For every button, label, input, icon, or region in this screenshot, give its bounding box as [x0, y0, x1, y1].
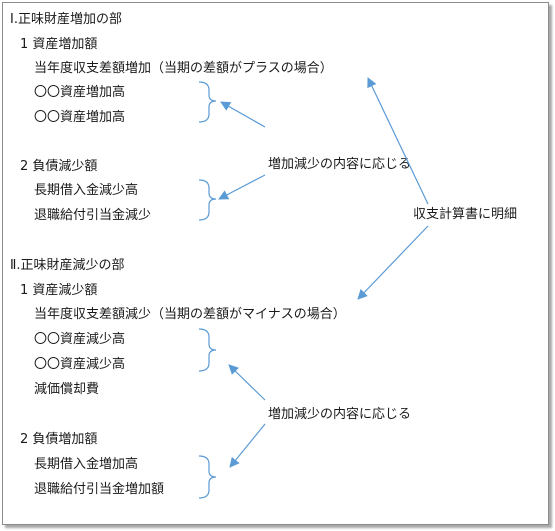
note-adjust-bottom: 増加減少の内容に応じる: [268, 407, 412, 422]
arrow-to-brace-bottom-2: [229, 423, 266, 468]
section1-sub1-item: 当年度収支差額増加（当期の差額がプラスの場合）: [34, 61, 333, 76]
brace-top-1: [198, 81, 217, 123]
section2-sub1-item: 〇〇資産減少高: [34, 357, 126, 372]
section2-sub2-item: 退職給付引当金増加額: [34, 482, 165, 497]
section2-sub2-item: 長期借入金増加高: [34, 457, 139, 472]
section2-sub1-item: 〇〇資産減少高: [34, 332, 126, 347]
brace-bottom-2: [198, 455, 217, 499]
section2-title: Ⅱ.正味財産減少の部: [10, 258, 125, 273]
note-adjust-top: 増加減少の内容に応じる: [268, 157, 412, 172]
section2-sub1-item: 当年度収支差額減少（当期の差額がマイナスの場合）: [34, 307, 346, 322]
section1-title: Ⅰ.正味財産増加の部: [10, 12, 122, 27]
section2-sub1-item: 減価償却費: [34, 382, 100, 397]
document-frame: [2, 2, 549, 525]
section1-sub1-title: 1 資産増加額: [20, 37, 98, 52]
arrow-to-brace-top-1: [220, 101, 266, 128]
arrow-to-surplus-increase: [367, 77, 429, 205]
brace-bottom-1: [198, 328, 217, 372]
section1-sub2-item: 退職給付引当金減少: [34, 208, 152, 223]
section2-sub2-title: 2 負債増加額: [20, 432, 98, 447]
section1-sub2-title: 2 負債減少額: [20, 159, 98, 174]
note-cashflow-detail: 収支計算書に明細: [413, 207, 518, 222]
section2-sub1-title: 1 資産減少額: [20, 283, 98, 298]
arrow-to-surplus-decrease: [357, 225, 429, 300]
arrow-to-brace-top-2: [218, 174, 266, 200]
arrow-to-brace-bottom-1: [228, 364, 266, 401]
brace-top-2: [198, 179, 217, 221]
section1-sub1-item: 〇〇資産増加高: [34, 85, 126, 100]
section1-sub2-item: 長期借入金減少高: [34, 183, 139, 198]
section1-sub1-item: 〇〇資産増加高: [34, 110, 126, 125]
